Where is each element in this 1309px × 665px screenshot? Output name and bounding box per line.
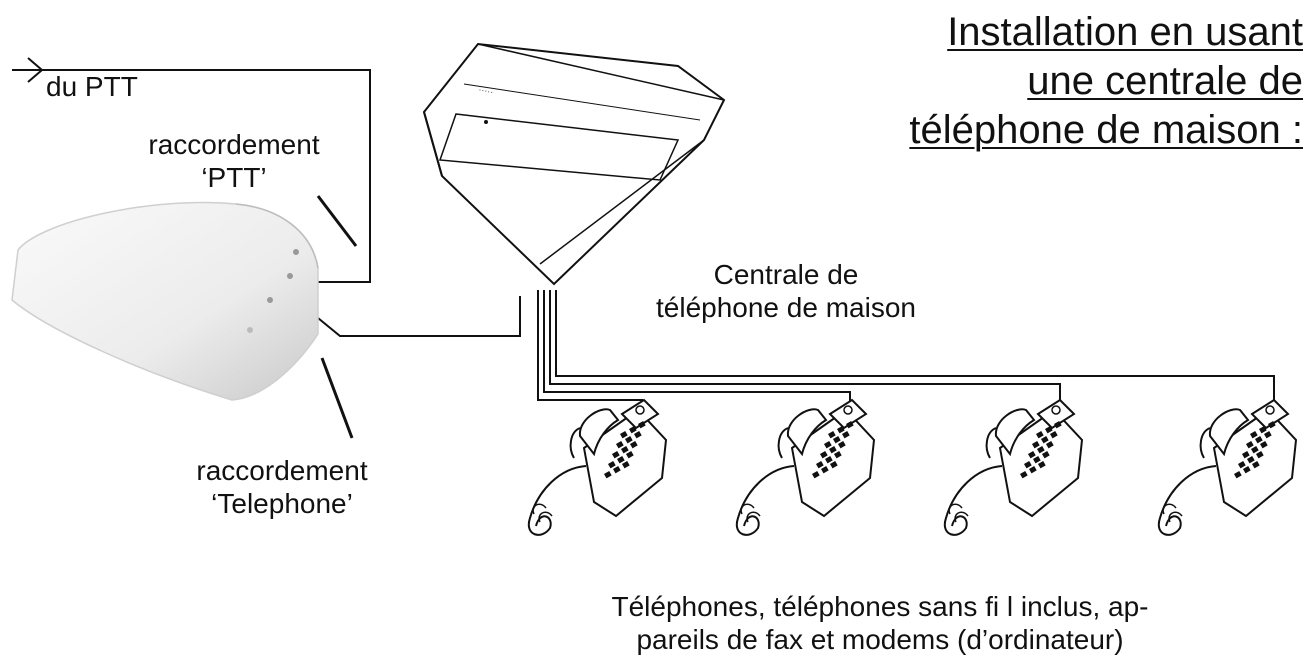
- svg-text:·····: ·····: [478, 84, 495, 97]
- label-centrale-line2: téléphone de maison: [656, 292, 916, 323]
- label-raccordement-ptt: raccordement ‘PTT’: [108, 128, 360, 194]
- pointer-ptt-connection: [316, 195, 358, 247]
- ptt-incoming-line: [12, 57, 371, 283]
- label-centrale: Centrale de téléphone de maison: [596, 258, 976, 324]
- home-telephone-central-unit: ·····: [422, 42, 726, 286]
- label-raccordement-telephone-line1: raccordement: [196, 455, 368, 486]
- title-line-1: Installation en usant: [947, 10, 1303, 54]
- label-raccordement-ptt-line1: raccordement: [148, 129, 320, 160]
- label-raccordement-telephone-line2: ‘Telephone’: [211, 488, 353, 519]
- label-du-ptt: du PTT: [46, 71, 138, 102]
- label-raccordement-telephone: raccordement ‘Telephone’: [156, 454, 408, 520]
- title-line-3: téléphone de maison :: [909, 108, 1303, 152]
- telephone-icon: [1157, 398, 1298, 536]
- pointer-telephone-connection: [320, 357, 354, 439]
- telephone-icon: [943, 398, 1084, 536]
- label-raccordement-ptt-line2: ‘PTT’: [201, 162, 267, 193]
- label-telephones: Téléphones, téléphones sans fi l inclus,…: [480, 590, 1280, 656]
- telephone-icon: [735, 398, 876, 536]
- diagram-title: Installation en usant une centrale de té…: [783, 8, 1303, 155]
- label-telephones-line1: Téléphones, téléphones sans fi l inclus,…: [611, 591, 1149, 622]
- telephone-group: [527, 398, 1298, 536]
- label-telephones-line2: pareils de fax et modems (d’ordinateur): [636, 624, 1124, 655]
- ptt-connection-box: [11, 201, 319, 401]
- label-centrale-line1: Centrale de: [713, 259, 859, 290]
- telephone-icon: [527, 398, 668, 536]
- title-line-2: une centrale de: [1027, 59, 1303, 103]
- box-to-central-wire: [317, 296, 521, 337]
